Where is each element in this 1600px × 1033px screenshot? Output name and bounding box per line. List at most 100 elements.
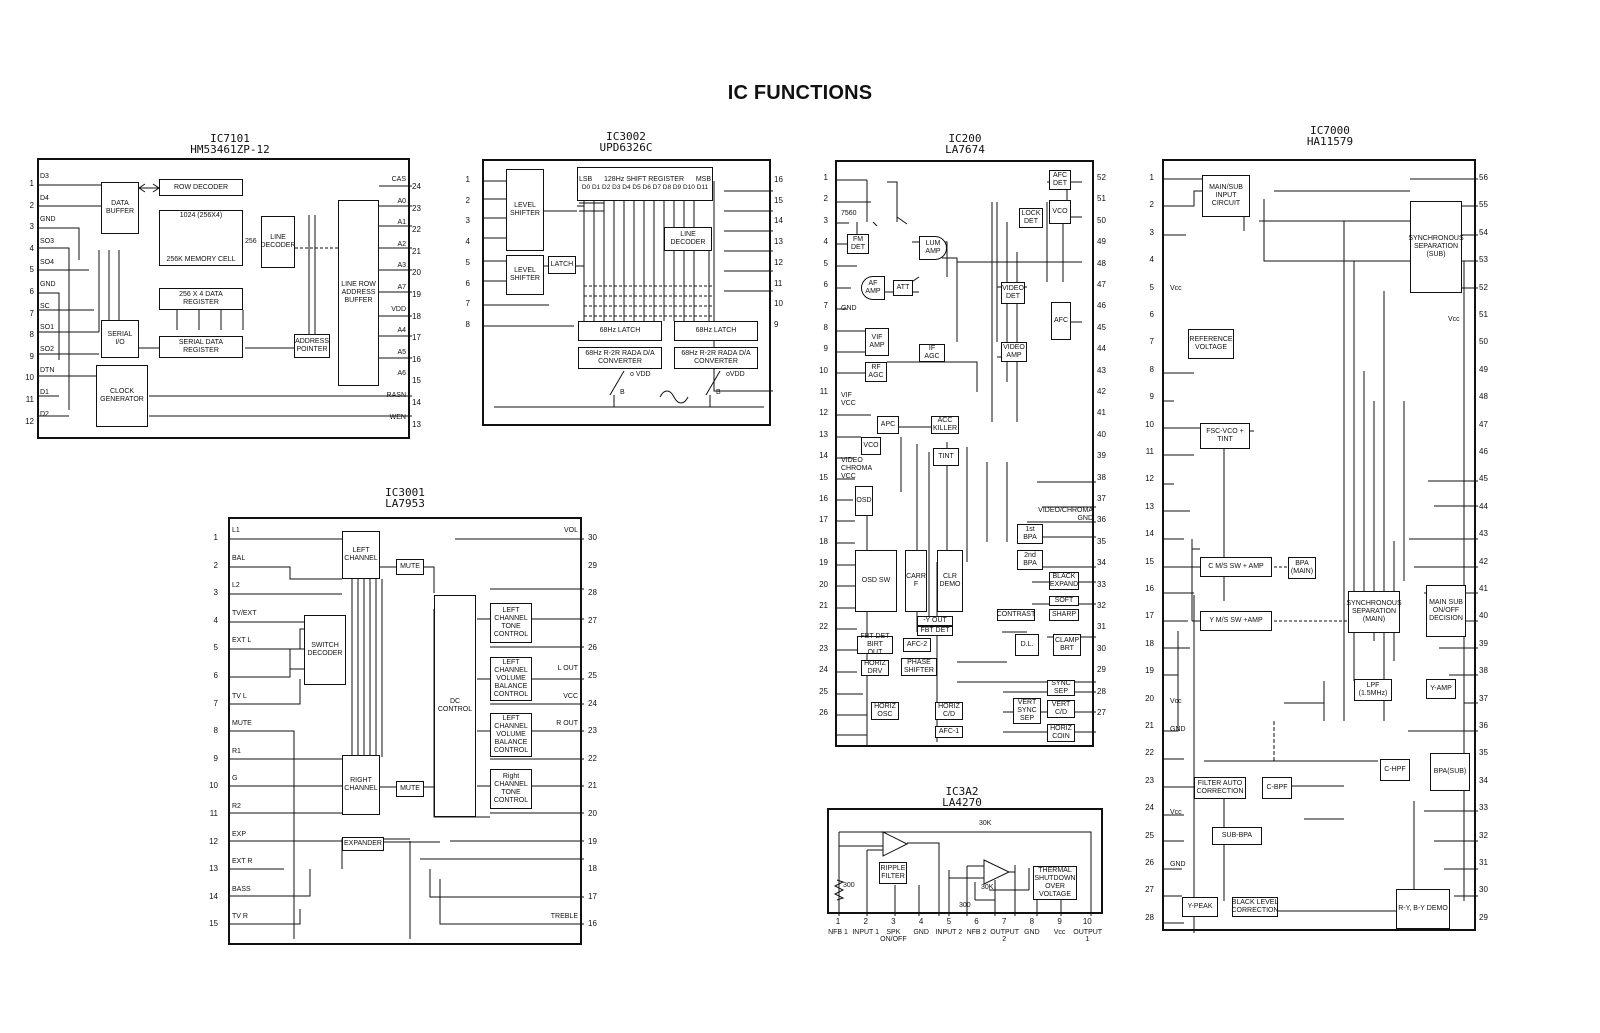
- ic3001-mute-2: MUTE: [396, 781, 424, 797]
- ic200-pin-30: 30: [1097, 643, 1106, 653]
- ic7101-pin-14: 14: [412, 398, 421, 407]
- ic7101-pin-label-19: A7: [397, 284, 406, 291]
- ic7101-pin-12: 12: [25, 416, 34, 426]
- ic200-contrast: CONTRAST: [997, 609, 1035, 621]
- ic7000-pin-46: 46: [1479, 447, 1488, 456]
- ic3001-pin-18: 18: [588, 864, 597, 874]
- ic3002-pin-1: 1: [465, 175, 470, 184]
- ic3a2-pin-label-1: NFB 1: [828, 929, 848, 936]
- ic200-af-amp: AF AMP: [861, 276, 885, 300]
- ic200-pin-12: 12: [819, 408, 828, 418]
- ic200-header: IC200 LA7674: [905, 133, 1025, 155]
- ic7101-pin-label-16: A5: [397, 348, 406, 356]
- ic200-horiz-drv: HORIZ DRV: [861, 660, 889, 676]
- ic3002-pin-6: 6: [465, 278, 470, 288]
- ic3001-mute-1: MUTE: [396, 559, 424, 575]
- ic3a2-pin-3: 3: [891, 917, 896, 926]
- ic3001-pin-label-24: VCC: [563, 692, 578, 700]
- ic3002-pin-14: 14: [774, 216, 783, 226]
- ic3002-header: IC3002 UPD6326C: [556, 131, 696, 153]
- ic3002-pin-11: 11: [774, 278, 783, 288]
- ic7000-pin-20: 20: [1145, 693, 1154, 703]
- ic200-soft: SOFT: [1049, 596, 1079, 606]
- ic7101-pin-label-21: A2: [397, 240, 406, 248]
- ic200-video-chroma-vcc: VIDEO CHROMA VCC: [841, 457, 872, 480]
- ic200-black-expand: BLACK EXPAND: [1049, 572, 1079, 590]
- ic3001-pin-4: 4: [213, 615, 218, 625]
- ic7000-pin-47: 47: [1479, 419, 1488, 429]
- ic200-wiring: [837, 177, 1096, 747]
- ic7000-main-sub-input: MAIN/SUB INPUT CIRCUIT: [1202, 175, 1250, 217]
- ic3001-pin-17: 17: [588, 891, 597, 901]
- ic200-pin-7: 7: [823, 301, 828, 311]
- ic3001-pin-label-13: EXT R: [232, 858, 253, 866]
- ic7101-pin-label-17: A4: [397, 327, 406, 335]
- ic3001-left-channel: LEFT CHANNEL: [342, 531, 380, 579]
- ic3001-pin-10: 10: [209, 781, 218, 791]
- ic200-horiz-cd: HORIZ C/D: [935, 702, 963, 720]
- ic7101-pin-label-1: D3: [40, 173, 49, 180]
- ic3002-pin-12: 12: [774, 257, 783, 267]
- ic3002-pin-8: 8: [465, 319, 470, 329]
- ic200-pin-31: 31: [1097, 622, 1106, 632]
- ic7101-clock-generator: CLOCK GENERATOR: [96, 365, 148, 427]
- ic200-pin-23: 23: [819, 643, 828, 653]
- ic3002-vdd-2: oVDD: [726, 371, 745, 378]
- ic7000-pin-49: 49: [1479, 364, 1488, 374]
- ic200-fbt-det-2: FBT DET BIRT OUT: [857, 633, 893, 656]
- ic7101-pin-19: 19: [412, 290, 421, 299]
- ic3a2-box: 30K 30K 300 300 RIPPLE FILTER THERMAL SH…: [827, 808, 1103, 916]
- ic7101-pin-label-4: SO3: [40, 237, 55, 245]
- ic3001-pin-26: 26: [588, 643, 597, 653]
- ic3a2-pin-9: 9: [1057, 917, 1062, 926]
- ic3a2-ref: IC3A2: [945, 785, 979, 798]
- ic7000-header: IC7000 HA11579: [1270, 125, 1390, 147]
- ic200-sharp: SHARP: [1049, 609, 1079, 621]
- ic3a2-header: IC3A2 LA4270: [912, 786, 1012, 808]
- ic7101-pin-9: 9: [29, 351, 34, 361]
- ic7101-data-buffer: DATA BUFFER: [101, 182, 139, 234]
- ic3a2-pin-label-6: NFB 2: [966, 929, 987, 936]
- ic3001-pin-9: 9: [213, 753, 218, 763]
- ic3a2-pin-6: 6: [974, 917, 979, 926]
- ic3001-pin-21: 21: [588, 781, 597, 791]
- ic3001-header: IC3001 LA7953: [350, 487, 460, 509]
- ic3001-pin-30: 30: [588, 533, 597, 542]
- ic7000-pin-23: 23: [1145, 775, 1154, 785]
- ic7000-pin-25: 25: [1145, 830, 1154, 840]
- ic7101-memory-size: 1024 (256X4): [179, 212, 223, 219]
- ic200-gnd-label: GND: [841, 305, 857, 312]
- ic7101-pin-2: 2: [29, 200, 34, 210]
- ic3002-dac-2: 68Hz R-2R RADA D/A CONVERTER: [674, 347, 758, 369]
- ic7101-data-register: 256 X 4 DATA REGISTER: [159, 288, 243, 310]
- ic7101-line-decoder: LINE DECODER: [261, 216, 296, 268]
- ic7101-pin-15: 15: [412, 376, 421, 386]
- ic200-acc-killer: ACC KILLER: [931, 416, 959, 434]
- ic7000-pin-55: 55: [1479, 200, 1488, 210]
- ic7101-pin-17: 17: [412, 333, 421, 343]
- ic3001-pin-25: 25: [588, 671, 597, 680]
- ic3a2-r300-left: 300: [843, 882, 855, 889]
- ic7000-pin-34: 34: [1479, 775, 1488, 785]
- ic3001-pin-label-4: TV/EXT: [232, 609, 257, 617]
- ic200-afc-2: AFC-2: [903, 638, 931, 652]
- ic200-r7560: 7560: [841, 210, 857, 217]
- ic200-pin-48: 48: [1097, 258, 1106, 268]
- ic3002-pin-2: 2: [465, 195, 470, 205]
- ic3a2-pin-label-2: INPUT 1: [852, 929, 880, 936]
- ic3002-level-shifter-1: LEVEL SHIFTER: [506, 169, 544, 251]
- ic200-dl: D.L.: [1015, 634, 1039, 656]
- ic7000-pin-50: 50: [1479, 337, 1488, 347]
- ic7101-ref: IC7101: [210, 132, 250, 145]
- ic200-pin-4: 4: [823, 237, 828, 247]
- ic3001-pin-label-23: R OUT: [556, 720, 578, 728]
- ic200-video-amp: VIDEO AMP: [1001, 342, 1027, 362]
- ic3002-pin-5: 5: [465, 257, 470, 267]
- ic200-pin-5: 5: [823, 258, 828, 268]
- ic7000-vcc-51: Vcc: [1448, 316, 1460, 323]
- ic200-pin-37: 37: [1097, 494, 1106, 503]
- ic3a2-pin-4: 4: [918, 917, 924, 926]
- ic7000-sync-sep-sub: SYNCHRONOUS SEPARATION (SUB): [1408, 201, 1464, 293]
- ic200-pin-14: 14: [819, 451, 828, 461]
- ic7101-pin-label-7: SC: [40, 302, 50, 310]
